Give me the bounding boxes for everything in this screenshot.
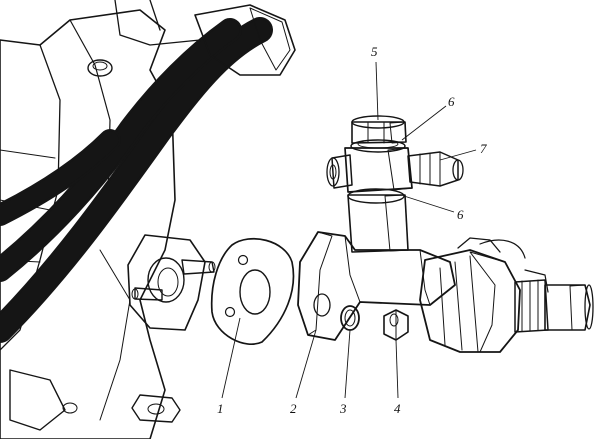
leader-1 — [221, 317, 241, 399]
braided-hoses — [0, 0, 296, 343]
callout-1: 1 — [217, 401, 224, 416]
block-bolt-bottom-right — [131, 394, 181, 423]
stud-upper — [181, 259, 216, 275]
leader-6b — [403, 195, 455, 213]
valve-actuator — [419, 237, 594, 353]
leader-7 — [439, 149, 477, 161]
nut — [383, 309, 409, 341]
block-bolt-bottom-left — [9, 369, 66, 431]
gasket — [210, 237, 295, 345]
banjo-bolt — [351, 115, 407, 144]
leader-2 — [295, 329, 317, 399]
callout-5: 5 — [371, 44, 378, 59]
callout-7: 7 — [480, 141, 487, 156]
callout-3: 3 — [339, 401, 347, 416]
valve-stem — [347, 188, 409, 253]
block-bolt-top — [87, 59, 113, 77]
callout-4: 4 — [394, 401, 401, 416]
leader-5 — [375, 61, 379, 121]
sealing-washer-upper — [350, 139, 406, 153]
banjo-fitting — [326, 147, 464, 193]
leader-3 — [344, 329, 351, 399]
mounting-flange — [127, 234, 216, 331]
callout-6-lower: 6 — [457, 207, 464, 222]
callout-6-upper: 6 — [448, 94, 455, 109]
leader-4 — [395, 339, 399, 399]
callout-labels: 1 2 3 4 5 6 6 7 — [217, 44, 487, 416]
leader-6a — [401, 105, 447, 141]
stud-lower — [131, 287, 163, 301]
valve-body-flange — [297, 231, 456, 341]
leader-lines — [221, 61, 477, 399]
callout-2: 2 — [290, 401, 297, 416]
